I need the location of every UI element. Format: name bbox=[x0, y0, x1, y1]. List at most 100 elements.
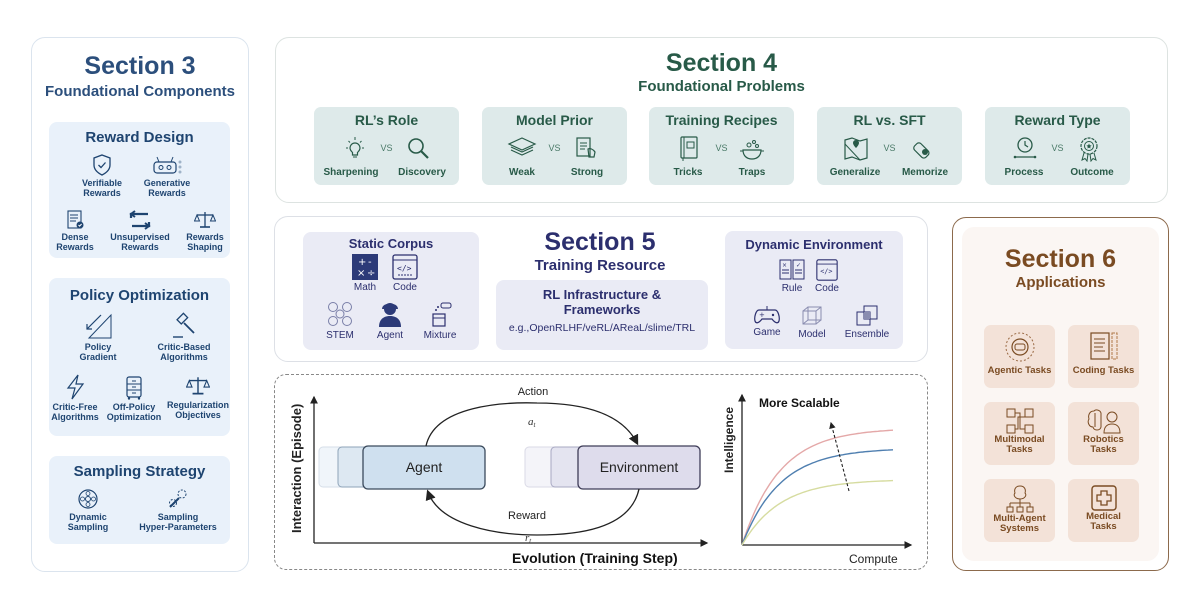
scaling-curves bbox=[741, 429, 894, 546]
wrench-gear-icon bbox=[169, 489, 187, 508]
item-label: Dynamic bbox=[69, 512, 107, 522]
vs-label: VS bbox=[715, 143, 728, 153]
document-hand-icon bbox=[576, 137, 596, 158]
robotics-tasks-card: Robotics Tasks bbox=[1068, 402, 1139, 465]
card-label: Systems bbox=[999, 523, 1040, 534]
calculator-icon: +-×÷ bbox=[352, 254, 378, 280]
balance-scale-icon bbox=[186, 377, 210, 395]
rl-vs-sft-card: RL vs. SFT VS Generalize Memorize bbox=[817, 107, 962, 185]
section-6-title: Section 6 bbox=[1004, 245, 1117, 273]
item-label: Code bbox=[815, 283, 839, 294]
code-document-icon bbox=[1089, 332, 1117, 360]
section-4-subtitle: Foundational Problems bbox=[638, 78, 805, 95]
stem-item: STEM bbox=[315, 300, 365, 341]
vs-label: VS bbox=[883, 143, 896, 153]
math-item: +-×÷ Math bbox=[340, 254, 390, 293]
reward-design-group: Reward Design Verifiable Rewards Generat… bbox=[49, 122, 230, 258]
vs-label: VS bbox=[548, 143, 561, 153]
medical-cross-icon bbox=[1090, 485, 1117, 511]
svg-text:</>: </> bbox=[820, 267, 832, 275]
generative-rewards-item: Generative Rewards bbox=[137, 154, 197, 198]
model-item: Model bbox=[787, 305, 837, 340]
dynamic-environment-panel: Dynamic Environment ×✓ Rule </> Code + G… bbox=[725, 231, 903, 349]
rule-item: ×✓ Rule bbox=[767, 259, 817, 294]
right-label: Traps bbox=[738, 167, 766, 178]
item-label: Sampling bbox=[67, 522, 109, 532]
scaling-curve-top bbox=[741, 429, 894, 546]
brain-network-icon bbox=[1006, 485, 1033, 513]
action-symbol: at bbox=[528, 416, 537, 429]
sampling-strategy-group: Sampling Strategy Dynamic Sampling Sampl… bbox=[49, 456, 230, 544]
left-label: Generalize bbox=[829, 167, 881, 178]
environment-label: Environment bbox=[600, 459, 679, 475]
left-label: Weak bbox=[509, 167, 535, 178]
vs-label: VS bbox=[380, 143, 393, 153]
item-label: STEM bbox=[326, 330, 354, 341]
group-title: Policy Optimization bbox=[69, 287, 210, 304]
code-window-icon: </> bbox=[392, 254, 418, 280]
coding-tasks-card: Coding Tasks bbox=[1068, 325, 1139, 388]
item-label: Algorithms bbox=[160, 352, 208, 362]
multimodal-circuit-icon bbox=[1006, 408, 1033, 434]
section-6-panel: Section 6 Applications Agentic Tasks Cod… bbox=[952, 217, 1169, 571]
recipe-book-icon bbox=[680, 136, 698, 161]
item-label: Rewards bbox=[83, 188, 121, 198]
item-label: Rewards bbox=[56, 242, 94, 252]
rl-loop-svg: Interaction (Episode) Evolution (Trainin… bbox=[289, 386, 913, 566]
stem-network-icon bbox=[328, 302, 352, 326]
model-prior-card: Model Prior VS Weak Strong bbox=[482, 107, 627, 185]
item-label: Unsupervised bbox=[110, 232, 170, 242]
shield-check-icon bbox=[93, 154, 111, 176]
checklist-icon bbox=[67, 210, 84, 229]
item-label: Rewards bbox=[148, 188, 186, 198]
right-label: Outcome bbox=[1070, 167, 1114, 178]
reward-symbol: rt bbox=[525, 532, 532, 545]
left-label: Process bbox=[1004, 167, 1044, 178]
card-label: Tasks bbox=[1006, 444, 1033, 455]
svg-text:+: + bbox=[759, 311, 765, 319]
verifiable-rewards-item: Verifiable Rewards bbox=[77, 154, 127, 198]
item-label: Game bbox=[753, 327, 781, 338]
card-label: Multimodal bbox=[994, 434, 1045, 445]
balance-scale-icon bbox=[194, 212, 216, 228]
section-4-panel: Section 4 Foundational Problems RL’s Rol… bbox=[275, 37, 1168, 203]
item-label: Ensemble bbox=[844, 329, 890, 340]
item-label: Mixture bbox=[423, 330, 457, 341]
scaling-plot-title: More Scalable bbox=[759, 396, 840, 410]
right-label: Strong bbox=[570, 167, 604, 178]
policy-gradient-item: Policy Gradient bbox=[73, 312, 123, 362]
panel-title: Frameworks bbox=[563, 302, 641, 317]
section-4-title: Section 4 bbox=[665, 49, 778, 77]
brain-person-icon bbox=[1087, 409, 1121, 434]
card-title: Model Prior bbox=[515, 112, 593, 128]
compute-axis-label: Compute bbox=[849, 552, 898, 566]
group-title: Reward Design bbox=[85, 129, 194, 146]
swap-arrows-icon bbox=[129, 210, 151, 230]
critic-based-item: Critic-Based Algorithms bbox=[153, 312, 215, 362]
action-label: Action bbox=[518, 386, 549, 398]
overlap-squares-icon bbox=[856, 305, 878, 326]
card-title: Reward Type bbox=[1014, 112, 1101, 128]
item-label: Critic-Free bbox=[52, 402, 98, 412]
agent-box[interactable] bbox=[362, 445, 486, 490]
scaling-curve-bottom bbox=[741, 479, 894, 546]
y-axis-label: Interaction (Episode) bbox=[289, 404, 304, 533]
policy-optimization-group: Policy Optimization Policy Gradient Crit… bbox=[49, 278, 230, 436]
item-label: Regularization bbox=[167, 400, 230, 410]
card-label: Medical bbox=[1086, 511, 1121, 522]
card-label: Coding Tasks bbox=[1072, 365, 1135, 376]
svg-text:✓: ✓ bbox=[796, 262, 801, 269]
card-title: RL’s Role bbox=[354, 112, 419, 128]
right-label: Memorize bbox=[901, 167, 949, 178]
item-label: Generative bbox=[143, 178, 191, 188]
section-6-inner: Section 6 Applications Agentic Tasks Cod… bbox=[962, 227, 1159, 561]
off-policy-item: Off-Policy Optimization bbox=[105, 374, 163, 422]
item-label: Rule bbox=[781, 283, 803, 294]
svg-text:</>: </> bbox=[397, 264, 412, 273]
training-recipes-card: Training Recipes VS Tricks Traps bbox=[649, 107, 794, 185]
item-label: Code bbox=[393, 282, 417, 293]
critic-free-item: Critic-Free Algorithms bbox=[51, 374, 99, 422]
section-5-title: Section 5 bbox=[544, 228, 656, 256]
item-label: Optimization bbox=[106, 412, 162, 422]
section-3-subtitle: Foundational Components bbox=[45, 83, 235, 100]
